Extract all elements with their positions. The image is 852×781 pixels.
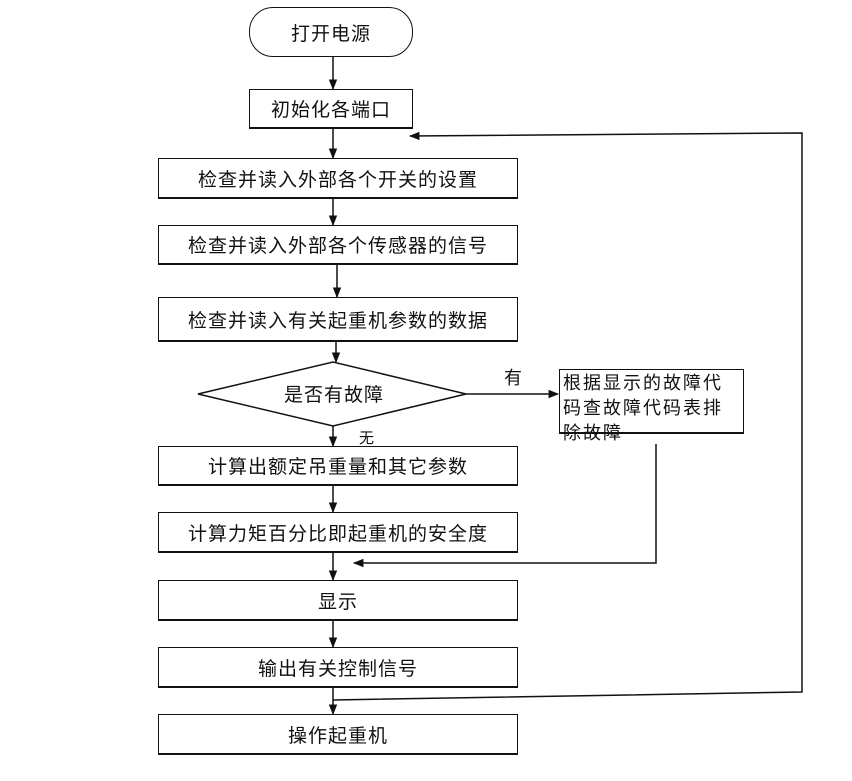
decision-label: 是否有故障 — [284, 384, 385, 406]
display-box: 显示 — [158, 580, 518, 621]
compute-moment-box: 计算力矩百分比即起重机的安全度 — [158, 512, 518, 553]
read-sensors-label: 检查并读入外部各个传感器的信号 — [187, 235, 488, 257]
yes-label: 有 — [504, 368, 522, 389]
read-sensors-box: 检查并读入外部各个传感器的信号 — [158, 225, 518, 265]
read-switches-label: 检查并读入外部各个开关的设置 — [197, 168, 478, 191]
read-params-box: 检查并读入有关起重机参数的数据 — [158, 297, 518, 342]
no-label: 无 — [359, 429, 375, 447]
compute-moment-label: 计算力矩百分比即起重机的安全度 — [187, 522, 488, 545]
arrow-fault-return — [352, 444, 657, 568]
start-node: 打开电源 — [249, 7, 413, 57]
operate-crane-box: 操作起重机 — [158, 714, 518, 755]
display-label: 显示 — [317, 590, 358, 613]
read-params-label: 检查并读入有关起重机参数的数据 — [187, 309, 488, 332]
output-signal-box: 输出有关控制信号 — [158, 647, 518, 688]
compute-load-label: 计算出额定吊重量和其它参数 — [207, 456, 468, 478]
decision-diamond — [197, 361, 467, 427]
read-switches-box: 检查并读入外部各个开关的设置 — [158, 158, 518, 199]
operate-crane-label: 操作起重机 — [287, 724, 388, 747]
init-ports-label: 初始化各端口 — [270, 99, 391, 121]
compute-load-box: 计算出额定吊重量和其它参数 — [158, 446, 518, 486]
start-label: 打开电源 — [290, 22, 371, 45]
fault-handling-box: 根据显示的故障代码查故障代码表排除故障 — [559, 369, 744, 444]
arrow-loop-back — [332, 131, 803, 701]
init-ports-box: 初始化各端口 — [249, 89, 413, 129]
fault-handling-label: 根据显示的故障代码查故障代码表排除故障 — [563, 373, 723, 444]
output-signal-label: 输出有关控制信号 — [257, 657, 418, 680]
